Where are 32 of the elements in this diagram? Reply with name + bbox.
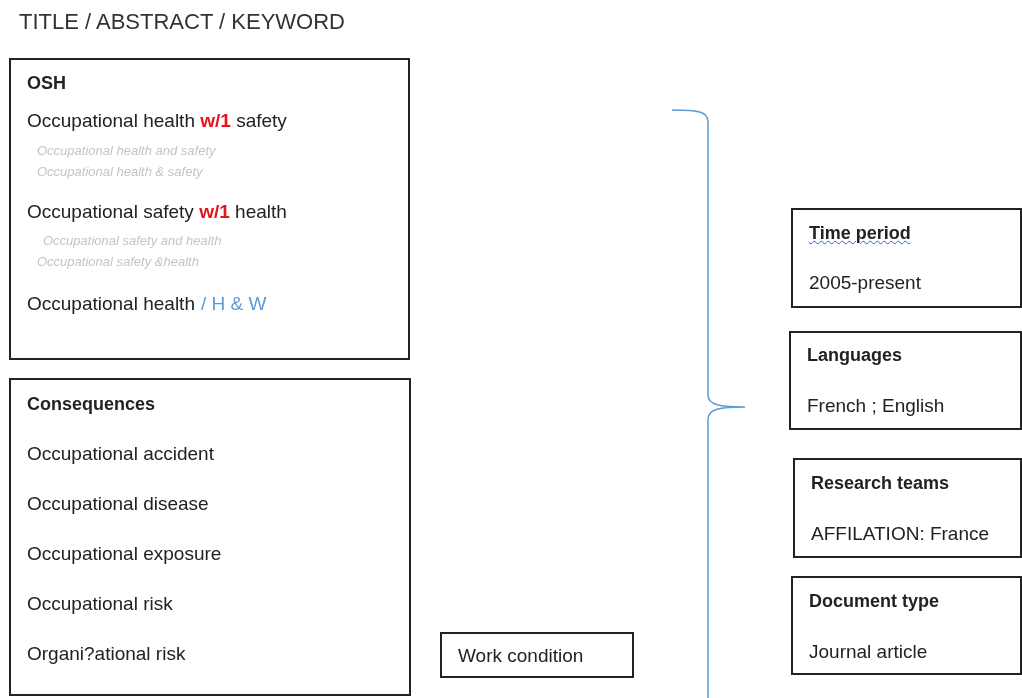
box-value: French ; English	[807, 395, 945, 417]
search-term: Occupational safety w/1 health	[27, 201, 287, 223]
search-term: Occupational accident	[27, 443, 214, 465]
box-value: 2005-present	[809, 272, 921, 294]
text-box	[440, 632, 634, 678]
search-term-suffix: / H & W	[201, 293, 267, 315]
box-heading: Languages	[807, 345, 903, 366]
term-variant: Occupational health & safety	[37, 164, 203, 179]
box-heading: Consequences	[27, 394, 156, 415]
text-box	[789, 331, 1022, 430]
text-box	[9, 378, 411, 696]
text-box	[791, 208, 1022, 308]
box-heading: Work condition	[458, 645, 584, 667]
text-box	[793, 458, 1022, 558]
title: TITLE / ABSTRACT / KEYWORD	[19, 9, 345, 35]
search-term: Occupational health w/1 safety	[27, 110, 287, 132]
box-heading: Research teams	[811, 473, 950, 494]
term-variant: Occupational safety and health	[43, 233, 222, 248]
term-variant: Occupational health and safety	[37, 143, 216, 158]
box-heading: OSH	[27, 73, 66, 94]
search-term: Occupational health	[27, 293, 195, 315]
box-value: AFFILATION: France	[811, 523, 990, 545]
search-term: Occupational risk	[27, 593, 173, 615]
search-term: Occupational exposure	[27, 543, 222, 565]
box-heading: Document type	[809, 591, 940, 612]
term-variant: Occupational safety &health	[37, 254, 199, 269]
search-term: Occupational disease	[27, 493, 209, 515]
text-box	[9, 58, 410, 360]
search-term: Organi?ational risk	[27, 643, 186, 665]
box-heading: Time period	[809, 223, 911, 244]
text-box	[791, 576, 1022, 675]
box-value: Journal article	[809, 641, 928, 663]
